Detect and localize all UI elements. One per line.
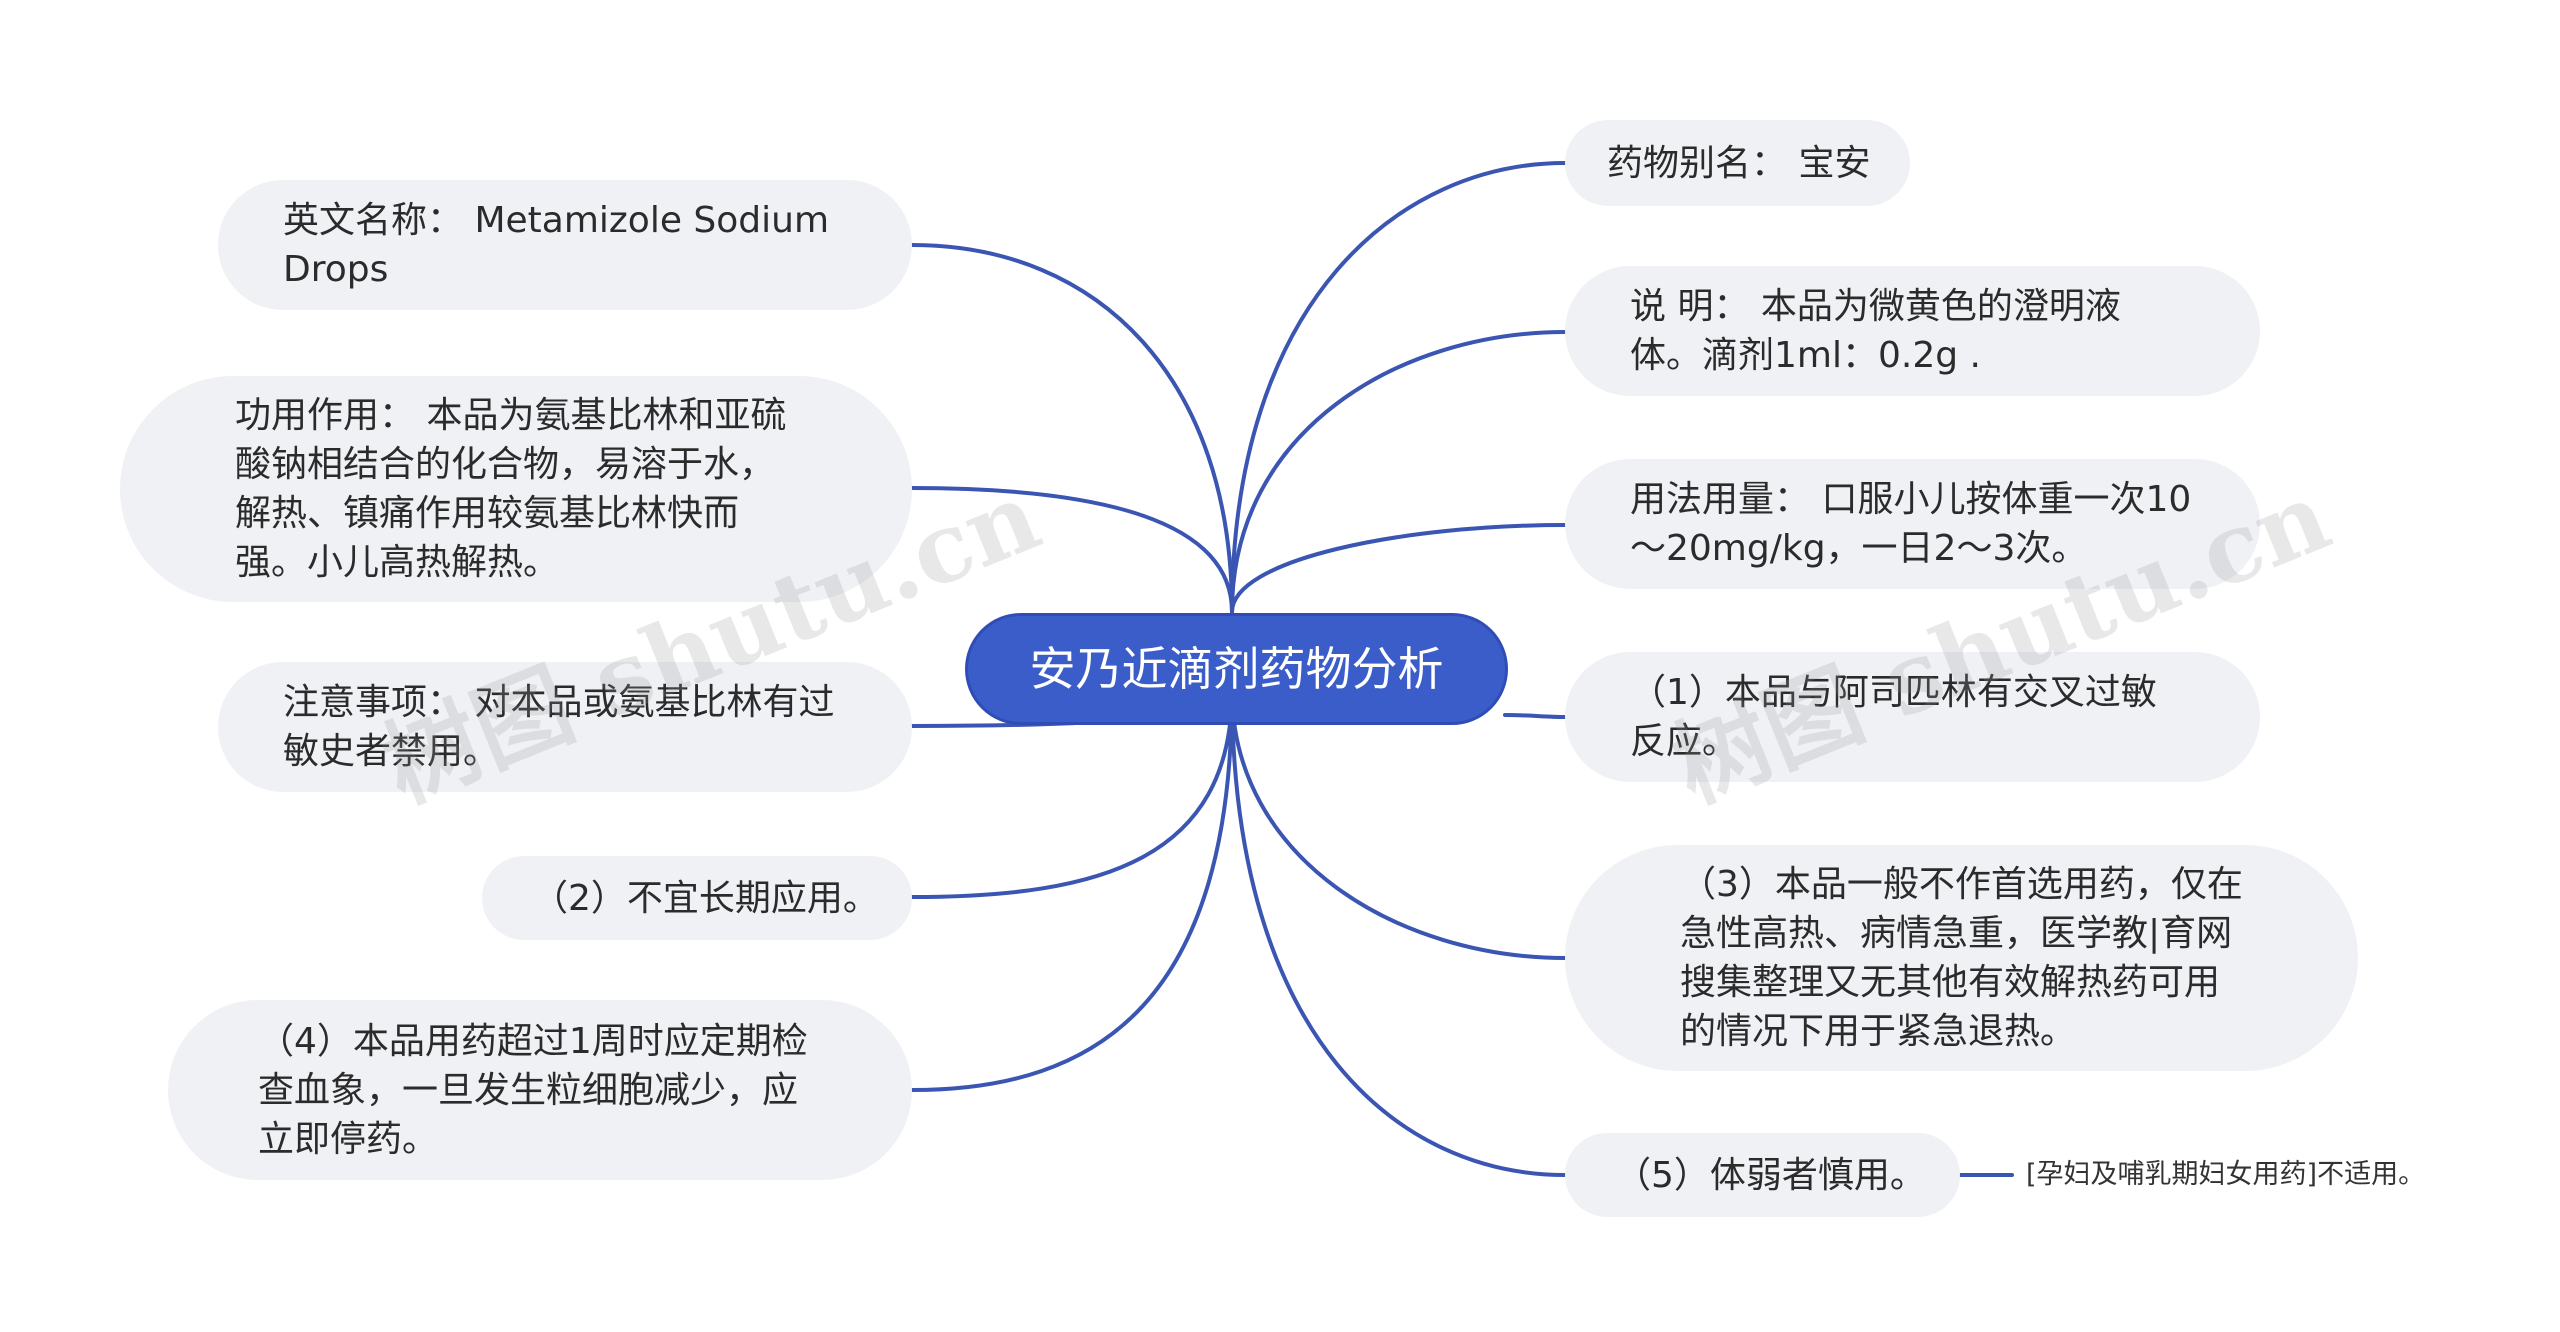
root-topic-label: 安乃近滴剂药物分析	[1029, 642, 1444, 696]
link-note4	[910, 688, 1234, 1092]
node-note2[interactable]: （2）不宜长期应用。	[482, 856, 912, 940]
link-note5	[1230, 688, 1567, 1177]
node-description[interactable]: 说 明： 本品为微黄色的澄明液体。滴剂1ml：0.2g .	[1565, 266, 2260, 396]
node-note3-text: （3）本品一般不作首选用药，仅在急性高热、病情急重，医学教|育网搜集整理又无其他…	[1680, 864, 2243, 1052]
node-note4-text: （4）本品用药超过1周时应定期检查血象，一旦发生粒细胞减少，应立即停药。	[258, 1020, 808, 1160]
node-precautions-text: 注意事项： 对本品或氨基比林有过敏史者禁用。	[283, 682, 835, 772]
root-topic[interactable]: 安乃近滴剂药物分析	[965, 613, 1508, 725]
node-english-name-text: 英文名称： Metamizole Sodium Drops	[283, 200, 830, 290]
link-dosage	[1230, 523, 1567, 614]
node-english-name[interactable]: 英文名称： Metamizole Sodium Drops	[218, 180, 912, 310]
node-note5-text: （5）体弱者慎用。	[1615, 1154, 1926, 1196]
node-note5[interactable]: （5）体弱者慎用。	[1565, 1133, 1960, 1217]
link-description	[1230, 330, 1567, 614]
node-note1-text: （1）本品与阿司匹林有交叉过敏反应。	[1630, 672, 2157, 762]
node-function-text: 功用作用： 本品为氨基比林和亚硫酸钠相结合的化合物，易溶于水，解热、镇痛作用较氨…	[235, 395, 787, 583]
node-precautions[interactable]: 注意事项： 对本品或氨基比林有过敏史者禁用。	[218, 662, 912, 792]
node-description-text: 说 明： 本品为微黄色的澄明液体。滴剂1ml：0.2g .	[1630, 286, 2121, 376]
node-alias-text: 药物别名： 宝安	[1607, 142, 1871, 184]
node-dosage[interactable]: 用法用量： 口服小儿按体重一次10～20mg/kg，一日2～3次。	[1565, 459, 2260, 589]
node-dosage-text: 用法用量： 口服小儿按体重一次10～20mg/kg，一日2～3次。	[1630, 479, 2192, 569]
node-note4[interactable]: （4）本品用药超过1周时应定期检查血象，一旦发生粒细胞减少，应立即停药。	[168, 1000, 912, 1180]
node-sub-note[interactable]: [孕妇及哺乳期妇女用药]不适用。	[2026, 1157, 2425, 1193]
node-sub-note-text: [孕妇及哺乳期妇女用药]不适用。	[2026, 1159, 2426, 1190]
link-function	[910, 486, 1234, 614]
node-note2-text: （2）不宜长期应用。	[532, 877, 879, 919]
node-note3[interactable]: （3）本品一般不作首选用药，仅在急性高热、病情急重，医学教|育网搜集整理又无其他…	[1565, 845, 2358, 1071]
link-note3	[1230, 688, 1567, 960]
node-note1[interactable]: （1）本品与阿司匹林有交叉过敏反应。	[1565, 652, 2260, 782]
link-note2	[910, 688, 1234, 899]
link-note1	[1503, 713, 1567, 719]
link-alias	[1230, 161, 1567, 614]
link-english-name	[910, 243, 1234, 614]
node-alias[interactable]: 药物别名： 宝安	[1565, 120, 1910, 206]
node-function[interactable]: 功用作用： 本品为氨基比林和亚硫酸钠相结合的化合物，易溶于水，解热、镇痛作用较氨…	[120, 376, 912, 602]
